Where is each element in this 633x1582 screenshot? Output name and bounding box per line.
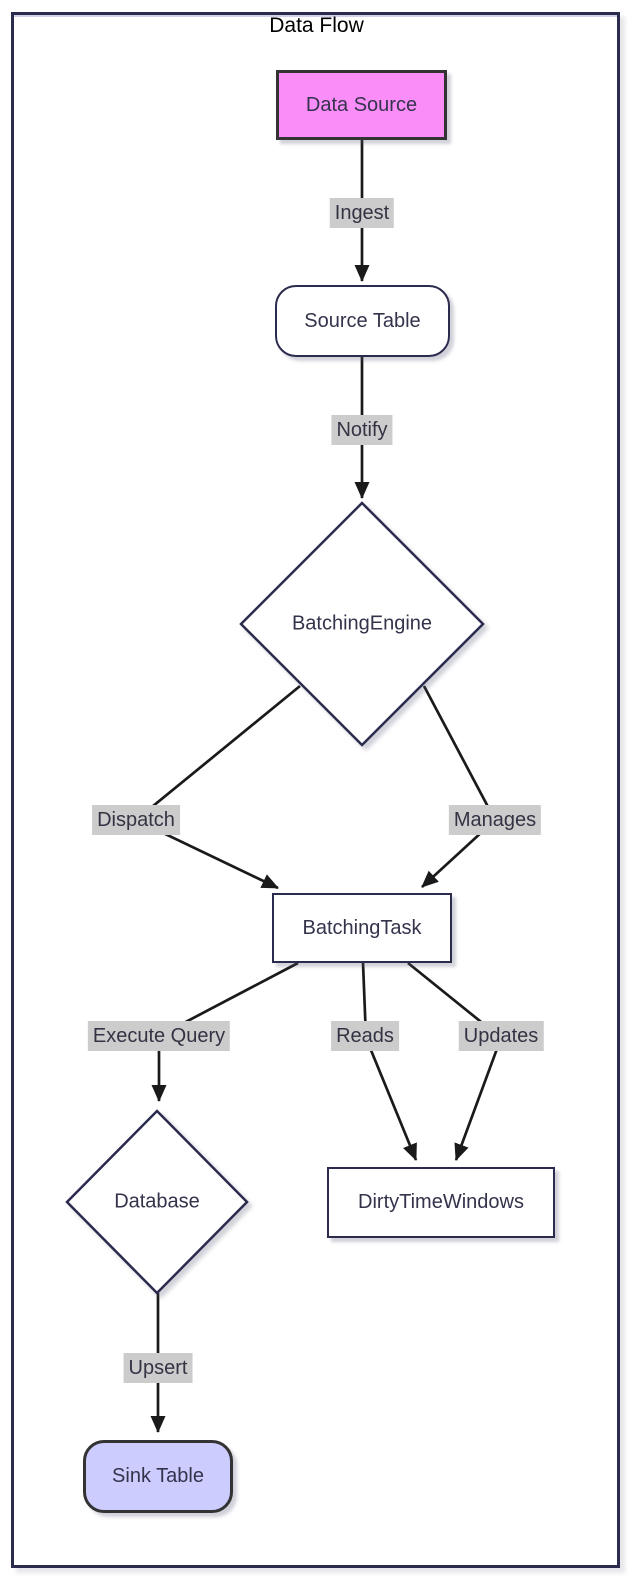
node-sink-table-label: Sink Table <box>112 1465 204 1487</box>
edge-label-upsert: Upsert <box>123 1353 193 1383</box>
edge-updates <box>407 961 503 1161</box>
edge-label-ingest: Ingest <box>329 198 395 228</box>
node-source-table: Source Table <box>275 285 450 357</box>
edge-dispatch <box>133 684 301 890</box>
node-database-label: Database <box>114 1190 200 1213</box>
node-batching-task-label: BatchingTask <box>302 916 422 939</box>
node-data-source: Data Source <box>276 70 447 140</box>
node-database-diamond <box>65 1109 249 1295</box>
node-dirty-time-windows-label: DirtyTimeWindows <box>358 1191 524 1213</box>
diagram-title: Data Flow <box>269 14 364 37</box>
node-data-source-label: Data Source <box>305 93 418 116</box>
node-batching-engine-label: BatchingEngine <box>291 612 433 635</box>
node-batching-engine-diamond <box>239 501 485 747</box>
edge-label-manages: Manages <box>448 805 542 835</box>
edge-label-dispatch: Dispatch <box>92 805 180 835</box>
data-flow-cluster-border <box>11 12 620 1568</box>
node-dirty-time-windows: DirtyTimeWindows <box>327 1167 555 1238</box>
edge-label-reads: Reads <box>331 1021 399 1051</box>
node-batching-task: BatchingTask <box>272 893 452 963</box>
edge-label-updates: Updates <box>458 1021 544 1051</box>
edge-label-execute-query: Execute Query <box>87 1021 231 1051</box>
edge-label-notify: Notify <box>331 415 393 445</box>
edge-manages <box>421 685 497 888</box>
edge-reads <box>361 962 418 1161</box>
node-sink-table: Sink Table <box>83 1440 233 1513</box>
node-source-table-label: Source Table <box>304 309 421 332</box>
